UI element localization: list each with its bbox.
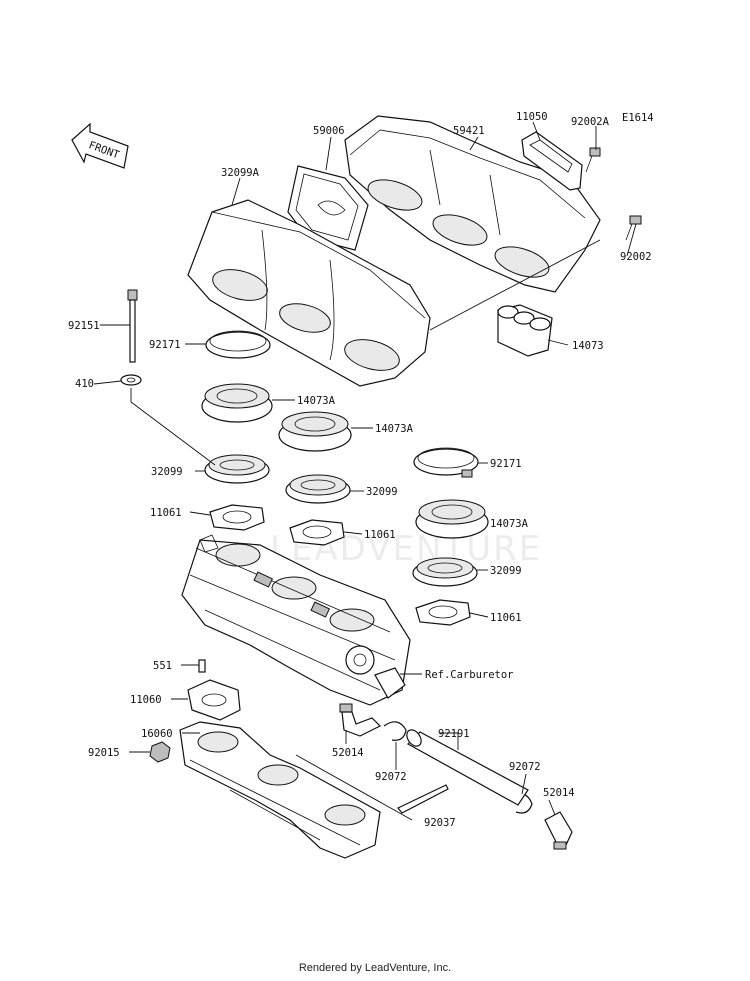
label-92171-right[interactable]: 92171 bbox=[490, 458, 522, 470]
air-box-base[interactable] bbox=[187, 199, 431, 387]
label-92037[interactable]: 92037 bbox=[424, 817, 456, 829]
bolt-92002[interactable] bbox=[625, 215, 642, 241]
label-14073A-3[interactable]: 14073A bbox=[490, 518, 529, 530]
label-32099A[interactable]: 32099A bbox=[221, 167, 260, 179]
ref-carburetor-label[interactable]: Ref.Carburetor bbox=[425, 669, 514, 681]
leader-lines bbox=[93, 121, 637, 821]
front-arrow: FRONT bbox=[71, 122, 129, 169]
ring-3[interactable] bbox=[412, 557, 478, 587]
label-11061-2[interactable]: 11061 bbox=[364, 529, 396, 541]
bracket-plate[interactable] bbox=[521, 131, 583, 191]
ring-1[interactable] bbox=[204, 454, 270, 484]
label-14073[interactable]: 14073 bbox=[572, 340, 604, 352]
clamp-upper[interactable] bbox=[205, 330, 271, 359]
label-92002[interactable]: 92002 bbox=[620, 251, 652, 263]
coupling-1[interactable] bbox=[201, 383, 273, 423]
gasket-2[interactable] bbox=[289, 519, 345, 546]
diagram-code: E1614 bbox=[622, 112, 654, 124]
label-59006[interactable]: 59006 bbox=[313, 125, 345, 137]
label-92072-right[interactable]: 92072 bbox=[509, 761, 541, 773]
part-labels: 59006 59421 11050 92002A 32099A 92002 92… bbox=[68, 111, 652, 829]
ring-2[interactable] bbox=[285, 474, 351, 504]
pin-551[interactable] bbox=[198, 659, 206, 673]
washer[interactable] bbox=[120, 374, 142, 386]
label-32099-2[interactable]: 32099 bbox=[366, 486, 398, 498]
label-52014-right[interactable]: 52014 bbox=[543, 787, 575, 799]
fitting-right[interactable] bbox=[544, 811, 573, 850]
label-11060[interactable]: 11060 bbox=[130, 694, 162, 706]
label-92151[interactable]: 92151 bbox=[68, 320, 100, 332]
intake-manifold[interactable] bbox=[179, 721, 381, 859]
velocity-stacks[interactable] bbox=[497, 304, 553, 357]
label-92171-upper[interactable]: 92171 bbox=[149, 339, 181, 351]
label-16060[interactable]: 16060 bbox=[141, 728, 173, 740]
gasket-3[interactable] bbox=[415, 599, 471, 626]
cable-tie[interactable] bbox=[397, 784, 449, 814]
label-14073A-2[interactable]: 14073A bbox=[375, 423, 414, 435]
label-11061-3[interactable]: 11061 bbox=[490, 612, 522, 624]
label-32099-1[interactable]: 32099 bbox=[151, 466, 183, 478]
gasket-11060[interactable] bbox=[187, 679, 241, 721]
nut-92015[interactable] bbox=[149, 741, 171, 763]
coupling-2[interactable] bbox=[278, 411, 352, 452]
label-551[interactable]: 551 bbox=[153, 660, 172, 672]
label-410[interactable]: 410 bbox=[75, 378, 94, 390]
clamp-right[interactable] bbox=[413, 447, 479, 478]
label-92002A[interactable]: 92002A bbox=[571, 116, 610, 128]
gasket-1[interactable] bbox=[209, 504, 265, 531]
air-box-cover[interactable] bbox=[344, 115, 601, 293]
fitting-left[interactable] bbox=[339, 703, 382, 737]
bolt-92002A[interactable] bbox=[585, 147, 601, 173]
label-32099-3[interactable]: 32099 bbox=[490, 565, 522, 577]
label-92015[interactable]: 92015 bbox=[88, 747, 120, 759]
label-11061-1[interactable]: 11061 bbox=[150, 507, 182, 519]
hose-92191[interactable] bbox=[404, 727, 529, 806]
clip-left[interactable] bbox=[383, 721, 407, 741]
label-14073A-1[interactable]: 14073A bbox=[297, 395, 336, 407]
label-11050[interactable]: 11050 bbox=[516, 111, 548, 123]
label-92191[interactable]: 92191 bbox=[438, 728, 470, 740]
footer-credit: Rendered by LeadVenture, Inc. bbox=[298, 962, 452, 974]
label-59421[interactable]: 59421 bbox=[453, 125, 485, 137]
long-bolt[interactable] bbox=[127, 289, 138, 363]
coupling-3[interactable] bbox=[415, 499, 489, 539]
carburetor-assembly[interactable] bbox=[181, 534, 411, 706]
label-92072-left[interactable]: 92072 bbox=[375, 771, 407, 783]
label-52014-left[interactable]: 52014 bbox=[332, 747, 364, 759]
